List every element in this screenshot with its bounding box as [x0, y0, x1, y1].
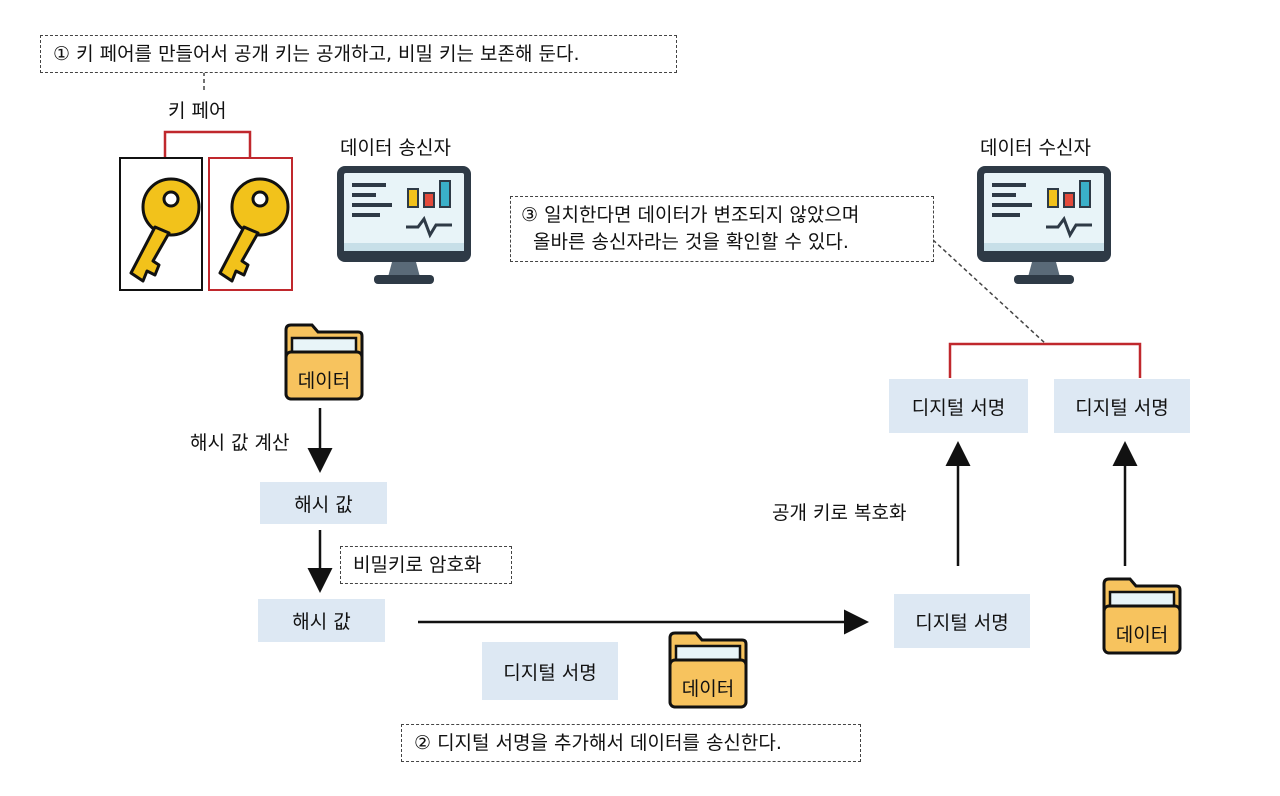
private-key-card [208, 157, 293, 291]
folder-icon [668, 631, 748, 709]
key-pair-bracket [163, 130, 252, 157]
signature-received-box: 디지털 서명 [894, 594, 1030, 648]
sent-data-folder: 데이터 [666, 630, 750, 710]
signature-decrypted-box: 디지털 서명 [889, 379, 1028, 433]
sender-data-folder: 데이터 [282, 322, 366, 402]
signature-compare-box: 디지털 서명 [1054, 379, 1190, 433]
monitor-icon [337, 166, 471, 284]
received-data-label: 데이터 [1115, 624, 1169, 646]
compare-bracket [948, 342, 1142, 378]
folder-icon [1102, 577, 1182, 655]
encrypt-private-label: 비밀키로 암호화 [340, 546, 512, 584]
note-step2-text: ② 디지털 서명을 추가해서 데이터를 송신한다. [414, 732, 782, 754]
note-step1: ① 키 페어를 만들어서 공개 키는 공개하고, 비밀 키는 보존해 둔다. [40, 35, 677, 73]
sent-data-label: 데이터 [681, 678, 735, 700]
encrypt-private-text: 비밀키로 암호화 [353, 554, 482, 576]
hash-value-box: 해시 값 [260, 482, 387, 524]
note-step2: ② 디지털 서명을 추가해서 데이터를 송신한다. [401, 724, 861, 762]
sender-data-label: 데이터 [297, 370, 351, 392]
note-step1-text: ① 키 페어를 만들어서 공개 키는 공개하고, 비밀 키는 보존해 둔다. [53, 43, 580, 65]
note-step3: ③ 일치한다면 데이터가 변조되지 않았으며 올바른 송신자라는 것을 확인할 … [510, 196, 934, 262]
note-step3-line2: 올바른 송신자라는 것을 확인할 수 있다. [533, 231, 849, 253]
hash-calc-label: 해시 값 계산 [190, 432, 290, 454]
folder-icon [284, 323, 364, 401]
receiver-label: 데이터 수신자 [980, 137, 1091, 159]
encrypted-hash-box: 해시 값 [258, 599, 385, 642]
signature-sent-box: 디지털 서명 [482, 642, 618, 700]
monitor-icon [977, 166, 1111, 284]
key-pair-label: 키 페어 [168, 100, 227, 122]
decrypt-public-label: 공개 키로 복호화 [772, 502, 907, 524]
received-data-folder: 데이터 [1100, 576, 1184, 656]
note3-connector [932, 239, 1047, 345]
sender-label: 데이터 송신자 [340, 137, 451, 159]
key-icon [129, 177, 201, 283]
public-key-card [119, 157, 203, 291]
key-icon [218, 177, 290, 283]
note-step3-line1: ③ 일치한다면 데이터가 변조되지 않았으며 [521, 204, 860, 226]
